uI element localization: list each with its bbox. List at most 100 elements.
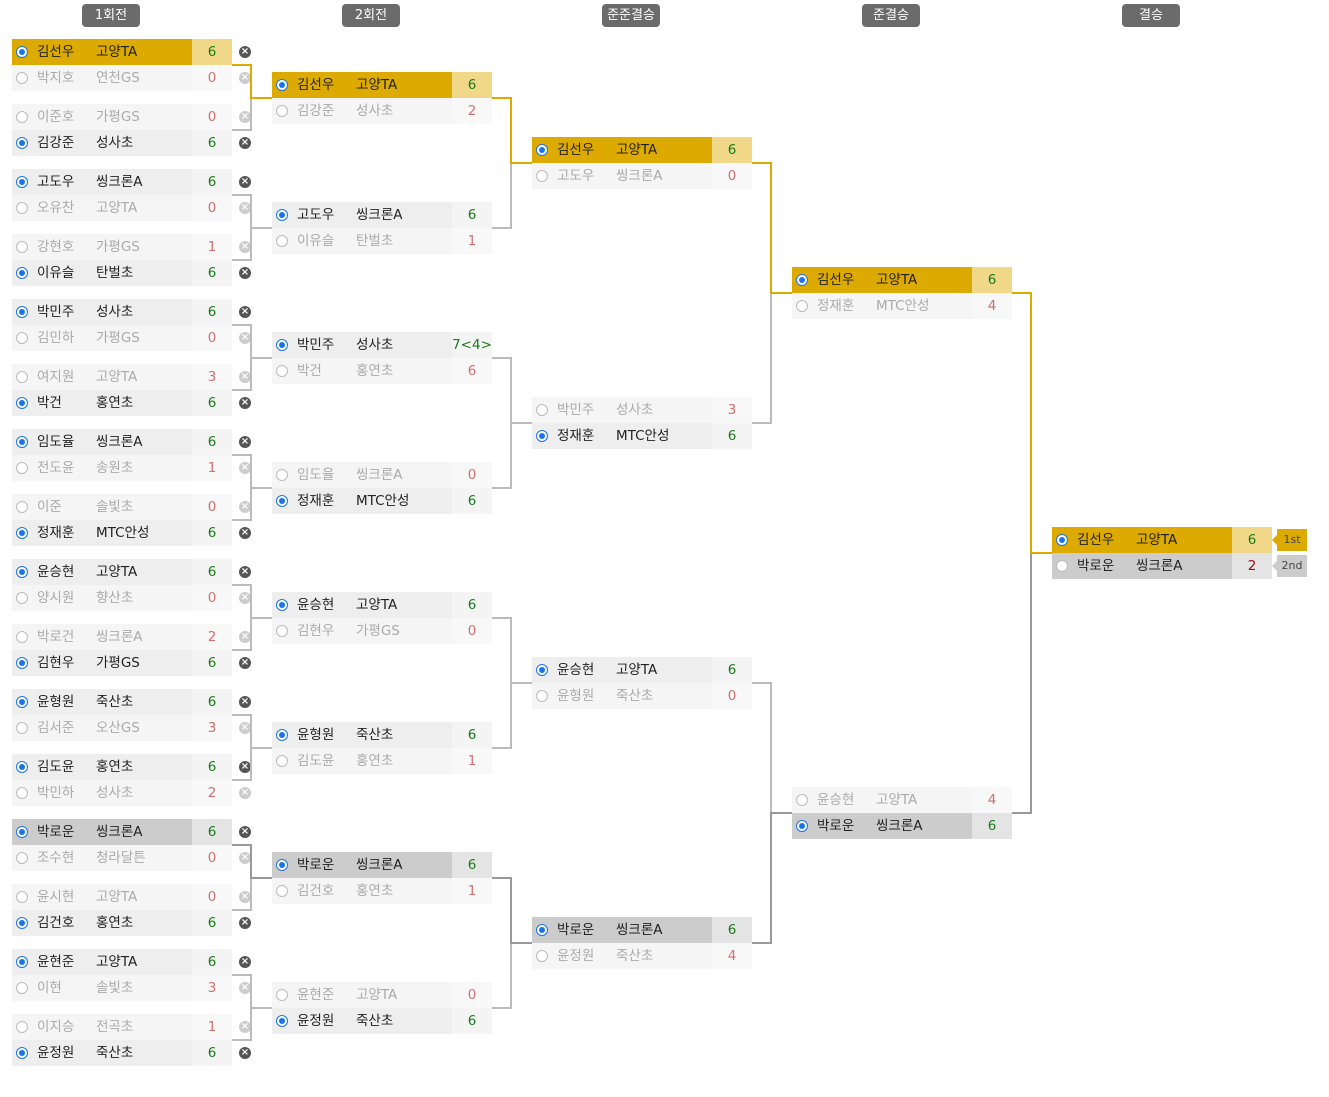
winner-radio[interactable] [16,436,28,448]
winner-radio[interactable] [276,235,288,247]
winner-radio[interactable] [16,956,28,968]
winner-radio[interactable] [16,1047,28,1059]
winner-radio[interactable] [16,371,28,383]
winner-radio[interactable] [276,625,288,637]
winner-radio[interactable] [16,917,28,929]
winner-radio[interactable] [16,826,28,838]
remove-icon[interactable]: × [239,852,251,864]
winner-radio[interactable] [276,495,288,507]
winner-radio[interactable] [16,462,28,474]
winner-radio[interactable] [16,332,28,344]
remove-icon[interactable]: × [239,72,251,84]
winner-radio[interactable] [796,820,808,832]
winner-radio[interactable] [16,202,28,214]
winner-radio[interactable] [16,787,28,799]
winner-radio[interactable] [276,989,288,1001]
winner-radio[interactable] [276,729,288,741]
winner-radio[interactable] [16,72,28,84]
winner-radio[interactable] [16,852,28,864]
winner-radio[interactable] [536,144,548,156]
remove-icon[interactable]: × [239,956,251,968]
winner-radio[interactable] [16,982,28,994]
remove-icon[interactable]: × [239,722,251,734]
winner-radio[interactable] [796,300,808,312]
winner-radio[interactable] [536,950,548,962]
remove-icon[interactable]: × [239,137,251,149]
winner-radio[interactable] [276,339,288,351]
remove-icon[interactable]: × [239,501,251,513]
remove-icon[interactable]: × [239,657,251,669]
remove-icon[interactable]: × [239,527,251,539]
remove-icon[interactable]: × [239,306,251,318]
remove-icon[interactable]: × [239,891,251,903]
winner-radio[interactable] [16,241,28,253]
remove-icon[interactable]: × [239,826,251,838]
winner-radio[interactable] [16,397,28,409]
remove-icon[interactable]: × [239,917,251,929]
remove-icon[interactable]: × [239,566,251,578]
remove-icon[interactable]: × [239,696,251,708]
winner-radio[interactable] [276,755,288,767]
remove-icon[interactable]: × [239,371,251,383]
winner-radio[interactable] [16,267,28,279]
winner-radio[interactable] [16,592,28,604]
remove-icon[interactable]: × [239,202,251,214]
winner-radio[interactable] [16,761,28,773]
remove-icon[interactable]: × [239,332,251,344]
remove-icon[interactable]: × [239,1047,251,1059]
remove-icon[interactable]: × [239,761,251,773]
winner-radio[interactable] [276,105,288,117]
remove-icon[interactable]: × [239,46,251,58]
winner-radio[interactable] [276,469,288,481]
remove-icon[interactable]: × [239,111,251,123]
winner-radio[interactable] [276,859,288,871]
winner-radio[interactable] [16,631,28,643]
winner-radio[interactable] [276,885,288,897]
winner-radio[interactable] [1056,560,1068,572]
remove-icon[interactable]: × [239,176,251,188]
winner-radio[interactable] [276,599,288,611]
